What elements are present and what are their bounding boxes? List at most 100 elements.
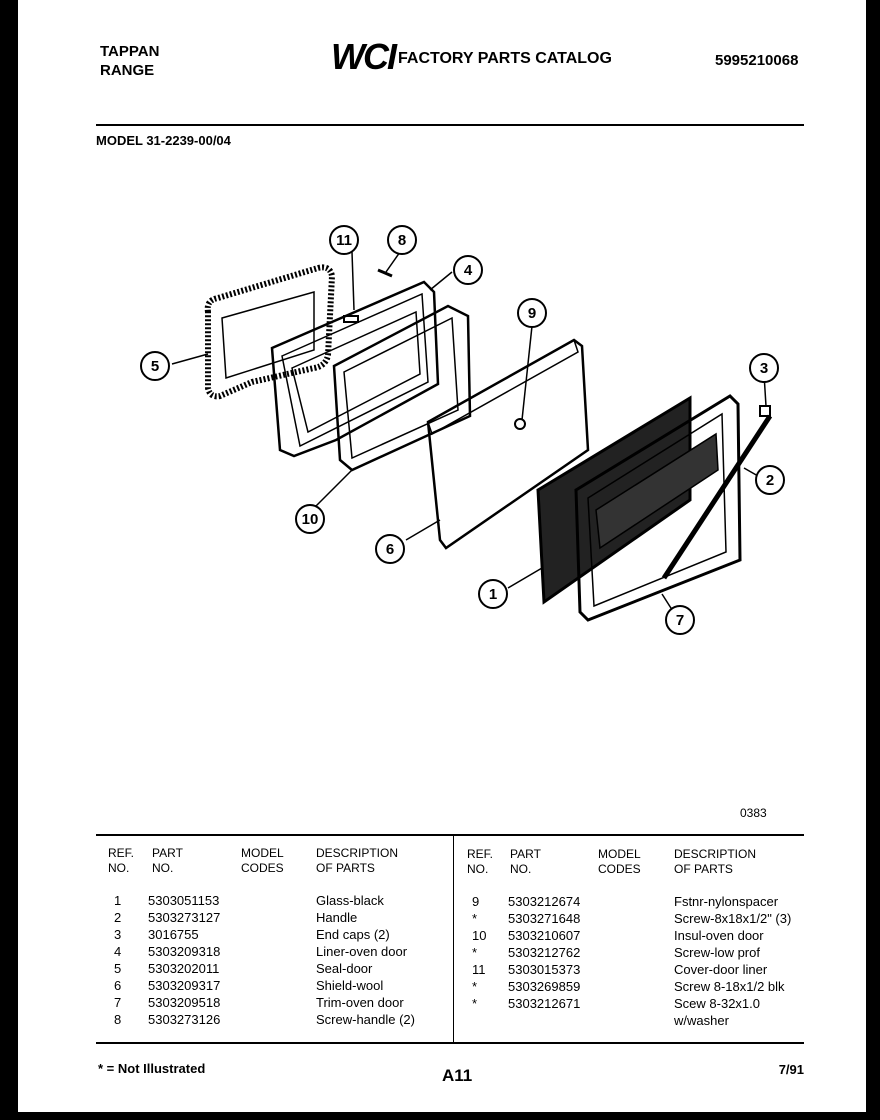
ref-cell: 1 [114, 893, 122, 908]
product-type: RANGE [100, 62, 155, 79]
insul-oven-door-shape [332, 304, 472, 472]
part-no-cell: 5303212762 [508, 945, 581, 960]
svg-text:8: 8 [398, 232, 406, 249]
catalog-page: TAPPAN RANGE WCI FACTORY PARTS CATALOG 5… [18, 0, 866, 1112]
screw-handle-shape [377, 268, 393, 278]
revision-date: 7/91 [778, 1062, 804, 1077]
description-cell: Insul-oven door [674, 928, 764, 943]
part-no-cell: 5303209518 [148, 995, 221, 1010]
description-cell: Shield-wool [316, 978, 384, 993]
callout-11: 11 [329, 225, 359, 255]
ref-cell: * [472, 996, 478, 1011]
header-part-no-right: PART NO. [510, 847, 541, 876]
header-description: DESCRIPTION OF PARTS [316, 846, 399, 875]
callout-8: 8 [387, 225, 417, 255]
brand-name: TAPPAN [100, 43, 160, 60]
header-ref-no: REF. NO. [108, 846, 135, 875]
description-cell: Fstnr-nylonspacer [674, 894, 779, 909]
part-no-cell: 3016755 [148, 927, 199, 942]
ref-cell: 4 [114, 944, 122, 959]
svg-text:7: 7 [676, 612, 684, 629]
description-cell: Glass-black [316, 893, 384, 908]
header-part-no: PART NO. [152, 846, 183, 875]
ref-cell: * [472, 911, 478, 926]
catalog-number: 5995210068 [715, 52, 799, 69]
nylon-spacer-shape [514, 418, 526, 430]
description-cell: Seal-door [316, 961, 373, 976]
description-cell: Screw 8-18x1/2 blk [674, 979, 785, 994]
description-cell: Scew 8-32x1.0 [674, 996, 760, 1011]
callout-2: 2 [755, 465, 785, 495]
description-cell: Cover-door liner [674, 962, 768, 977]
wci-logo: WCI [331, 36, 397, 77]
part-no-cell: 5303212674 [508, 894, 581, 909]
table-bottom-rule [96, 1042, 804, 1044]
seal-inner-shape [221, 291, 315, 380]
footnote: * = Not Illustrated [98, 1061, 206, 1076]
part-no-cell: 5303212671 [508, 996, 581, 1011]
part-no-cell: 5303271648 [508, 911, 581, 926]
model-number: MODEL 31-2239-00/04 [96, 133, 231, 148]
ref-cell: 8 [114, 1012, 122, 1027]
description-cell: Screw-handle (2) [316, 1012, 415, 1027]
ref-cell: 2 [114, 910, 122, 925]
ref-cell: 6 [114, 978, 122, 993]
part-no-cell: 5303015373 [508, 962, 581, 977]
part-no-cell: 5303202011 [148, 961, 220, 976]
description-cell: End caps (2) [316, 927, 390, 942]
callout-7: 7 [665, 605, 695, 635]
part-no-cell: 5303209317 [148, 978, 221, 993]
ref-cell: 9 [472, 894, 480, 909]
table-top-rule [96, 834, 804, 836]
callout-3: 3 [749, 353, 779, 383]
description-cell: Trim-oven door [316, 995, 404, 1010]
description-cell: Screw-8x18x1/2" (3) [674, 911, 792, 926]
description-cell: Liner-oven door [316, 944, 408, 959]
table-divider [453, 836, 454, 1042]
ref-cell: 7 [114, 995, 122, 1010]
handle-shape [661, 414, 773, 580]
svg-text:3: 3 [760, 360, 768, 377]
part-no-cell: 5303210607 [508, 928, 581, 943]
callout-5: 5 [140, 351, 170, 381]
part-no-cell: 5303273126 [148, 1012, 221, 1027]
trim-oven-door-shape [574, 394, 742, 622]
callout-4: 4 [453, 255, 483, 285]
description-cell: w/washer [674, 1013, 729, 1028]
svg-text:2: 2 [766, 472, 774, 489]
callout-9: 9 [517, 298, 547, 328]
part-no-cell: 5303269859 [508, 979, 581, 994]
header-ref-no-right: REF. NO. [467, 847, 494, 876]
description-cell: Screw-low prof [674, 945, 760, 960]
ref-cell: 3 [114, 927, 122, 942]
svg-text:10: 10 [302, 511, 319, 528]
header-description-right: DESCRIPTION OF PARTS [674, 847, 757, 876]
ref-cell: 11 [472, 962, 486, 977]
liner-inner-shape [281, 292, 429, 448]
svg-text:4: 4 [464, 262, 473, 279]
svg-text:11: 11 [336, 232, 352, 249]
ref-cell: * [472, 945, 478, 960]
svg-text:1: 1 [489, 586, 497, 603]
drawing-code: 0383 [740, 806, 767, 820]
part-no-cell: 5303273127 [148, 910, 221, 925]
part-no-cell: 5303051153 [148, 893, 220, 908]
svg-text:9: 9 [528, 305, 536, 322]
part-no-cell: 5303209318 [148, 944, 221, 959]
header-model-codes: MODEL CODES [241, 846, 284, 875]
ref-cell: 10 [472, 928, 487, 943]
callout-10: 10 [295, 504, 325, 534]
ref-cell: * [472, 979, 478, 994]
svg-text:5: 5 [151, 358, 159, 375]
liner-oven-door-shape [270, 280, 440, 458]
header-model-codes-right: MODEL CODES [598, 847, 641, 876]
end-cap-shape [759, 405, 771, 417]
callout-6: 6 [375, 534, 405, 564]
exploded-parts-diagram: 11 8 4 5 9 3 2 10 6 1 7 [140, 225, 785, 635]
cover-door-liner-shape [343, 315, 359, 323]
catalog-title: FACTORY PARTS CATALOG [398, 50, 612, 67]
page-number: A11 [442, 1066, 473, 1085]
description-cell: Handle [316, 910, 358, 925]
header-rule [96, 124, 804, 126]
seal-door-shape [204, 264, 336, 400]
